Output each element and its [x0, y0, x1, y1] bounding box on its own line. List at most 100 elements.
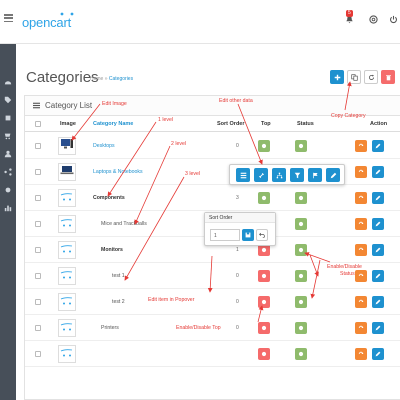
row-checkbox[interactable] — [35, 351, 41, 357]
category-name[interactable]: Components — [93, 195, 125, 201]
copy-row-button[interactable] — [355, 218, 367, 230]
category-image[interactable] — [58, 293, 76, 311]
puzzle-icon[interactable] — [0, 110, 16, 126]
category-name[interactable]: Desktops — [93, 143, 115, 149]
copy-row-button[interactable] — [355, 192, 367, 204]
popover-sitemap-button[interactable] — [272, 168, 286, 182]
logout-icon[interactable] — [386, 12, 400, 26]
category-image[interactable] — [58, 319, 76, 337]
copy-row-button[interactable] — [355, 270, 367, 282]
category-image[interactable] — [58, 215, 76, 233]
edit-row-button[interactable] — [372, 166, 384, 178]
copy-row-button[interactable] — [355, 322, 367, 334]
category-image[interactable] — [58, 267, 76, 285]
status-toggle-button[interactable] — [295, 296, 307, 308]
status-toggle-button[interactable] — [295, 322, 307, 334]
row-checkbox[interactable] — [35, 221, 41, 227]
copy-row-button[interactable] — [355, 244, 367, 256]
repair-button[interactable] — [364, 70, 378, 84]
status-toggle-button[interactable] — [295, 244, 307, 256]
header-top: Top — [261, 121, 271, 127]
edit-row-button[interactable] — [372, 296, 384, 308]
select-all-checkbox[interactable] — [35, 121, 41, 127]
copy-row-button[interactable] — [355, 166, 367, 178]
category-name[interactable]: test 1 — [112, 273, 125, 279]
top-toggle-button[interactable] — [258, 244, 270, 256]
sort-save-button[interactable] — [242, 229, 254, 241]
breadcrumb-home[interactable]: Home — [90, 76, 104, 82]
sort-order-value[interactable]: 1 — [236, 247, 239, 253]
popover-pencil-button[interactable] — [326, 168, 340, 182]
popover-flag-button[interactable] — [308, 168, 322, 182]
category-name[interactable]: Laptops & Notebooks — [93, 169, 143, 175]
top-toggle-button[interactable] — [258, 348, 270, 360]
category-name[interactable]: Printers — [101, 325, 119, 331]
top-toggle-button[interactable] — [258, 322, 270, 334]
row-checkbox[interactable] — [35, 299, 41, 305]
category-name[interactable]: test 2 — [112, 299, 125, 305]
status-toggle-button[interactable] — [295, 140, 307, 152]
top-toggle-button[interactable] — [258, 270, 270, 282]
delete-button[interactable] — [381, 70, 395, 84]
copy-button[interactable] — [347, 70, 361, 84]
sort-order-input[interactable]: 1 — [210, 229, 240, 241]
status-toggle-button[interactable] — [295, 348, 307, 360]
edit-row-button[interactable] — [372, 192, 384, 204]
popover-filter-button[interactable] — [290, 168, 304, 182]
cart-image-icon — [60, 293, 74, 311]
cart-icon[interactable] — [0, 128, 16, 144]
category-name[interactable]: Mice and Trackballs — [101, 221, 147, 227]
status-toggle-button[interactable] — [295, 270, 307, 282]
tag-icon[interactable] — [0, 92, 16, 108]
sort-order-value[interactable]: 3 — [236, 195, 239, 201]
edit-row-button[interactable] — [372, 322, 384, 334]
menu-toggle-icon[interactable] — [4, 14, 13, 22]
copy-row-button[interactable] — [355, 140, 367, 152]
category-image[interactable] — [58, 163, 76, 181]
top-toggle-button[interactable] — [258, 140, 270, 152]
sort-order-value[interactable]: 0 — [236, 273, 239, 279]
edit-row-button[interactable] — [372, 270, 384, 282]
row-checkbox[interactable] — [35, 143, 41, 149]
popover-list-button[interactable] — [236, 168, 250, 182]
share-icon[interactable] — [0, 164, 16, 180]
edit-row-button[interactable] — [372, 244, 384, 256]
category-image[interactable] — [58, 137, 76, 155]
sort-cancel-button[interactable] — [256, 229, 268, 241]
edit-row-button[interactable] — [372, 348, 384, 360]
copy-row-button[interactable] — [355, 296, 367, 308]
bell-icon[interactable] — [342, 12, 356, 26]
row-checkbox[interactable] — [35, 195, 41, 201]
copy-icon — [358, 195, 364, 199]
add-button[interactable] — [330, 70, 344, 84]
breadcrumb-current[interactable]: Categories — [108, 76, 134, 82]
status-toggle-button[interactable] — [295, 218, 307, 230]
dashboard-icon[interactable] — [0, 74, 16, 90]
category-image[interactable] — [58, 189, 76, 207]
popover-link-button[interactable] — [254, 168, 268, 182]
row-checkbox[interactable] — [35, 169, 41, 175]
category-image[interactable] — [58, 345, 76, 363]
row-checkbox[interactable] — [35, 273, 41, 279]
opencart-logo[interactable]: opencart — [22, 8, 74, 30]
category-image[interactable] — [58, 241, 76, 259]
help-icon[interactable] — [366, 12, 380, 26]
chart-icon[interactable] — [0, 200, 16, 216]
row-checkbox[interactable] — [35, 325, 41, 331]
row-checkbox[interactable] — [35, 247, 41, 253]
edit-row-button[interactable] — [372, 218, 384, 230]
edit-row-button[interactable] — [372, 140, 384, 152]
header-category-name[interactable]: Category Name — [93, 121, 134, 127]
user-icon[interactable] — [0, 146, 16, 162]
sort-order-value[interactable]: 0 — [236, 299, 239, 305]
pencil-icon — [375, 299, 381, 305]
category-name[interactable]: Monitors — [101, 247, 123, 253]
top-toggle-button[interactable] — [258, 192, 270, 204]
copy-row-button[interactable] — [355, 348, 367, 360]
status-toggle-button[interactable] — [295, 192, 307, 204]
gear-icon[interactable] — [0, 182, 16, 198]
sort-order-value[interactable]: 0 — [236, 325, 239, 331]
sort-order-value[interactable]: 0 — [236, 143, 239, 149]
header-sort-order[interactable]: Sort Order — [217, 121, 245, 127]
top-toggle-button[interactable] — [258, 296, 270, 308]
